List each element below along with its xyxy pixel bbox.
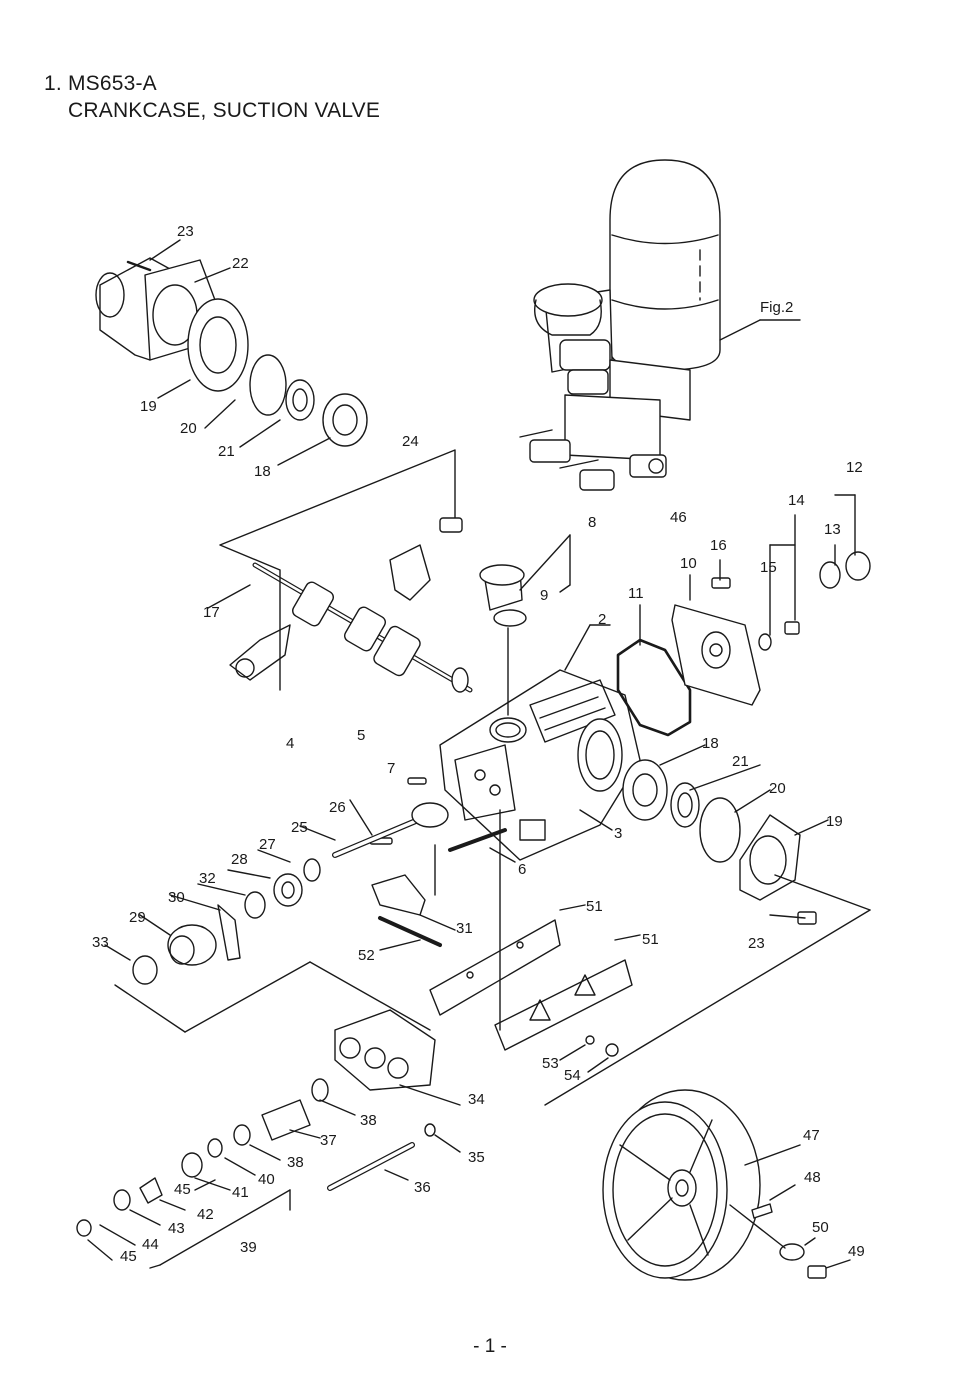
plunger-group bbox=[104, 777, 449, 1033]
callout-3: 3 bbox=[614, 825, 622, 842]
callout-20: 20 bbox=[769, 780, 786, 797]
callout-4: 4 bbox=[286, 735, 294, 752]
callout-49: 49 bbox=[848, 1243, 865, 1260]
callout-18: 18 bbox=[702, 735, 719, 752]
callout-46: 46 bbox=[670, 509, 687, 526]
callout-18: 18 bbox=[254, 463, 271, 480]
callout-38: 38 bbox=[287, 1154, 304, 1171]
page-number: - 1 - bbox=[473, 1336, 507, 1357]
callout-28: 28 bbox=[231, 851, 248, 868]
callout-35: 35 bbox=[468, 1149, 485, 1166]
callout-23: 23 bbox=[748, 935, 765, 952]
callout-29: 29 bbox=[129, 909, 146, 926]
title-model: 1. MS653-A bbox=[44, 72, 157, 95]
callout-7: 7 bbox=[387, 760, 395, 777]
callout-23: 23 bbox=[177, 223, 194, 240]
callout-9: 9 bbox=[540, 587, 548, 604]
callout-42: 42 bbox=[197, 1206, 214, 1223]
callout-14: 14 bbox=[788, 492, 805, 509]
callout-27: 27 bbox=[259, 836, 276, 853]
callout-43: 43 bbox=[168, 1220, 185, 1237]
callout-10: 10 bbox=[680, 555, 697, 572]
callout-8: 8 bbox=[588, 514, 596, 531]
callout-21: 21 bbox=[732, 753, 749, 770]
diagram-title: 1. MS653-A CRANKCASE, SUCTION VALVE bbox=[44, 70, 380, 124]
callout-12: 12 bbox=[846, 459, 863, 476]
callout-17: 17 bbox=[203, 604, 220, 621]
callout-5: 5 bbox=[357, 727, 365, 744]
callout-37: 37 bbox=[320, 1132, 337, 1149]
callout-40: 40 bbox=[258, 1171, 275, 1188]
callout-15: 15 bbox=[760, 559, 777, 576]
callout-41: 41 bbox=[232, 1184, 249, 1201]
callout-50: 50 bbox=[812, 1219, 829, 1236]
callout-36: 36 bbox=[414, 1179, 431, 1196]
callout-16: 16 bbox=[710, 537, 727, 554]
callout-25: 25 bbox=[291, 819, 308, 836]
callout-26: 26 bbox=[329, 799, 346, 816]
callout-52: 52 bbox=[358, 947, 375, 964]
callout-54: 54 bbox=[564, 1067, 581, 1084]
callout-2: 2 bbox=[598, 611, 606, 628]
callout-19: 19 bbox=[826, 813, 843, 830]
callout-22: 22 bbox=[232, 255, 249, 272]
callout-38: 38 bbox=[360, 1112, 377, 1129]
callout-48: 48 bbox=[804, 1169, 821, 1186]
callout-30: 30 bbox=[168, 889, 185, 906]
callout-31: 31 bbox=[456, 920, 473, 937]
callout-11: 11 bbox=[628, 585, 644, 602]
callout-21: 21 bbox=[218, 443, 235, 460]
callout-44: 44 bbox=[142, 1236, 159, 1253]
left-bearing-group bbox=[95, 239, 368, 466]
callout-24: 24 bbox=[402, 433, 419, 450]
right-bearing-group bbox=[544, 744, 871, 1106]
callout-45: 45 bbox=[174, 1181, 191, 1198]
crankcase-body bbox=[439, 624, 641, 861]
callout-6: 6 bbox=[518, 861, 526, 878]
bracket-group bbox=[371, 809, 641, 1073]
callout-32: 32 bbox=[199, 870, 216, 887]
callout-20: 20 bbox=[180, 420, 197, 437]
callout-53: 53 bbox=[542, 1055, 559, 1072]
callout-33: 33 bbox=[92, 934, 109, 951]
air-chamber-assembly bbox=[519, 159, 801, 491]
callout-45: 45 bbox=[120, 1248, 137, 1265]
crankshaft-group bbox=[207, 449, 473, 693]
suction-valve-group bbox=[76, 1009, 461, 1269]
wheel-group bbox=[602, 1089, 851, 1281]
cover-group bbox=[479, 494, 871, 737]
title-subtitle: CRANKCASE, SUCTION VALVE bbox=[68, 99, 381, 122]
figure-reference-label: Fig.2 bbox=[760, 299, 793, 316]
callout-13: 13 bbox=[824, 521, 841, 538]
callout-51: 51 bbox=[586, 898, 603, 915]
callout-19: 19 bbox=[140, 398, 157, 415]
callout-39: 39 bbox=[240, 1239, 257, 1256]
callout-51: 51 bbox=[642, 931, 659, 948]
callout-47: 47 bbox=[803, 1127, 820, 1144]
callout-34: 34 bbox=[468, 1091, 485, 1108]
